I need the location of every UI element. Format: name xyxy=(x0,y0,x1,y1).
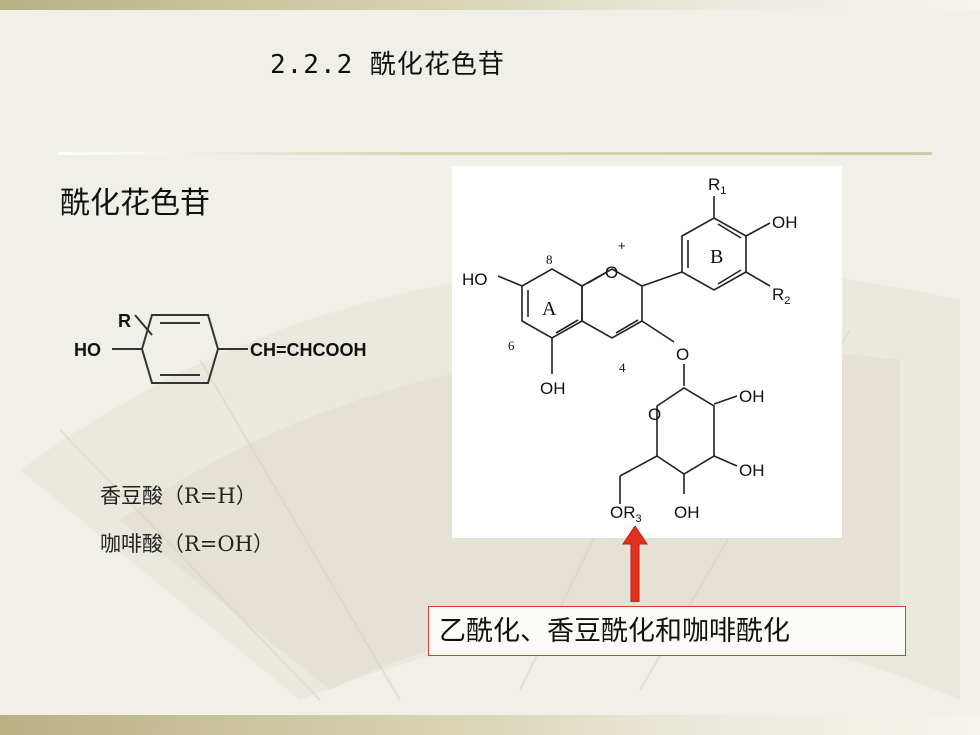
glycosidic-oxygen-label: O xyxy=(676,345,689,364)
top-decor-bar xyxy=(0,0,980,10)
ho-label: HO xyxy=(462,270,488,289)
sugar-oxygen-label: O xyxy=(648,405,661,424)
oh-sugar-3-label: OH xyxy=(674,503,700,522)
r2-label: R2 xyxy=(772,285,790,307)
or3-label: OR3 xyxy=(610,503,642,525)
plus-charge: + xyxy=(618,238,626,253)
acid-ho-label: HO xyxy=(74,340,101,360)
oh-sugar-1-label: OH xyxy=(739,387,765,406)
acid-side-chain-label: CH=CHCOOH xyxy=(250,340,367,360)
oh-sugar-2-label: OH xyxy=(739,461,765,480)
section-subtitle: 酰化花色苷 xyxy=(60,186,210,221)
ring-b-label: B xyxy=(710,246,723,268)
hydroxycinnamic-acid-structure: R HO CH=CHCOOH xyxy=(74,311,367,384)
ring-a-label: A xyxy=(542,298,557,320)
caffeic-acid-label: 咖啡酸（R=OH） xyxy=(100,532,274,556)
position-4-label: 4 xyxy=(619,360,626,375)
red-up-arrow xyxy=(622,526,648,602)
acylation-caption: 乙酰化、香豆酰化和咖啡酰化 xyxy=(428,606,906,656)
coumaric-acid-label: 香豆酸（R=H） xyxy=(100,484,257,508)
r1-label: R1 xyxy=(708,175,726,197)
anthocyanin-structure-panel: R1 OH B R2 HO 8 + O A 6 4 O OH O OH OH O… xyxy=(452,166,842,538)
oh-b-label: OH xyxy=(772,213,798,232)
anthocyanin-structure: R1 OH B R2 HO 8 + O A 6 4 O OH O OH OH O… xyxy=(462,175,798,525)
acid-r-label: R xyxy=(118,311,131,331)
divider-line xyxy=(58,152,932,155)
bottom-decor-bar xyxy=(0,715,980,735)
slide-title: 2.2.2 酰化花色苷 xyxy=(270,50,505,80)
oh-a-label: OH xyxy=(540,379,566,398)
ring-oxygen-label: O xyxy=(605,263,618,282)
position-6-label: 6 xyxy=(508,338,515,353)
position-8-label: 8 xyxy=(546,252,553,267)
